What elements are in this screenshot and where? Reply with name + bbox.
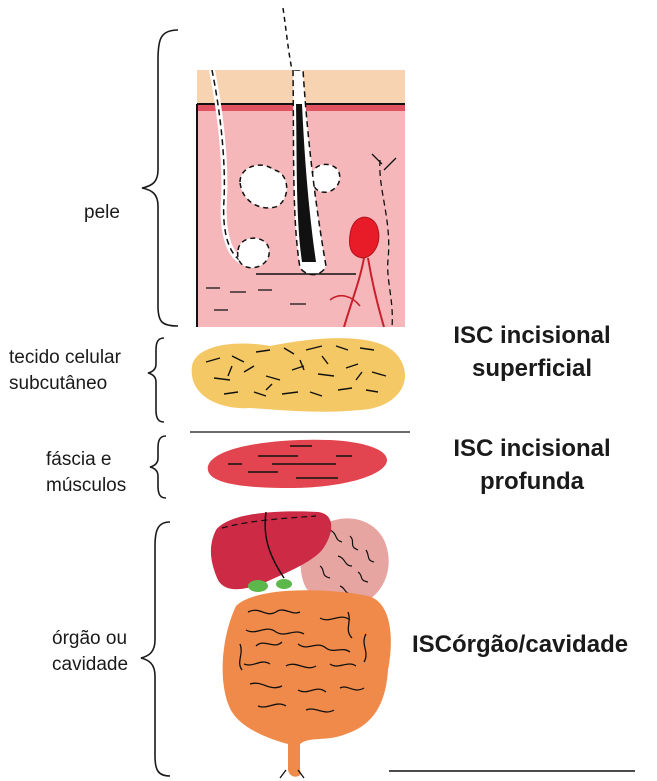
label-orgao-ou-cavidade: órgão ou cavidade [52,626,128,678]
label-line: subcutâneo [9,371,121,397]
label-line: músculos [46,473,126,499]
label-fascia-e-musculos: fáscia e músculos [46,447,126,499]
brace-skin [142,30,178,326]
brace-organ-cavity [141,522,170,776]
label-line: fáscia e [46,447,126,473]
category-isc-orgao-cavidade: ISCórgão/cavidade [412,628,650,661]
category-line: superficial [432,352,632,385]
brace-subcutaneous [148,338,164,422]
hair-strand [283,8,292,70]
skin-illustration [197,70,405,327]
category-line: ISC incisional [432,432,632,465]
label-pele: pele [84,200,120,226]
label-tecido-celular-subcutaneo: tecido celular subcutâneo [9,345,121,397]
category-isc-incisional-superficial: ISC incisional superficial [432,319,632,385]
category-line: profunda [432,465,632,498]
subcutaneous-tissue-illustration [192,338,405,412]
muscle-illustration [208,440,387,488]
label-line: pele [84,200,120,226]
category-isc-incisional-profunda: ISC incisional profunda [432,432,632,498]
category-line: ISC incisional [432,319,632,352]
label-line: tecido celular [9,345,121,371]
abdominal-organs-illustration [211,511,391,778]
label-line: órgão ou [52,626,128,652]
label-line: cavidade [52,652,128,678]
brace-fascia-muscle [150,436,166,498]
category-line: ISCórgão/cavidade [412,628,650,661]
